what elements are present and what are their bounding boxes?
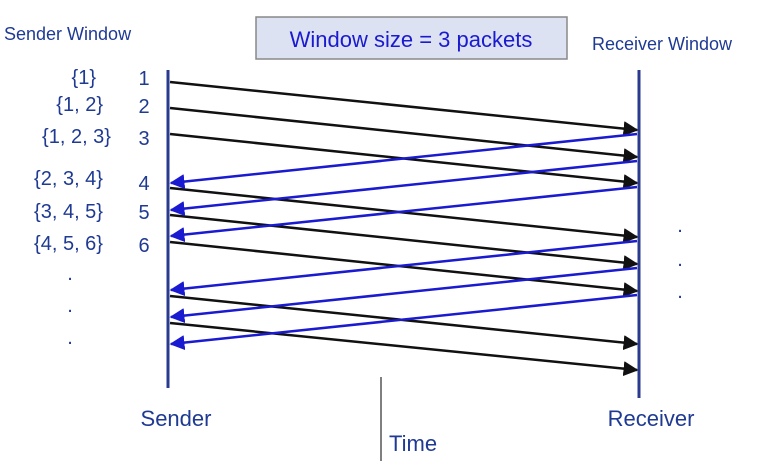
- ack-arrow: [169, 132, 638, 190]
- sender-window-list: {1} {1, 2} {1, 2, 3} {2, 3, 4} {3, 4, 5}…: [34, 67, 111, 349]
- receiver-window-title: Receiver Window: [592, 34, 733, 54]
- receiver-dot: .: [677, 215, 683, 237]
- packet-number: 3: [138, 128, 149, 150]
- window-size-label: Window size = 3 packets: [290, 27, 533, 52]
- packet-number: 2: [138, 96, 149, 118]
- sender-window-item: {1, 2}: [56, 94, 103, 116]
- sender-window-item: {1, 2, 3}: [42, 126, 111, 148]
- packet-number: 4: [138, 173, 149, 195]
- sender-window-dot: .: [67, 263, 73, 285]
- sender-window-title: Sender Window: [4, 24, 132, 44]
- ack-arrow: [169, 159, 638, 217]
- packet-number: 1: [138, 68, 149, 90]
- ack-arrow: [169, 266, 638, 324]
- sender-window-item: {1}: [72, 67, 97, 89]
- sender-window-dot: .: [67, 327, 73, 349]
- sender-window-item: {4, 5, 6}: [34, 233, 103, 255]
- sender-window-item: {3, 4, 5}: [34, 201, 103, 223]
- receiver-dot: .: [677, 281, 683, 303]
- sender-window-dot: .: [67, 295, 73, 317]
- data-packet-arrow: [169, 213, 639, 271]
- ack-arrow: [169, 293, 638, 351]
- data-packet-arrow: [169, 106, 639, 164]
- packet-number: 5: [138, 202, 149, 224]
- sender-window-item: {2, 3, 4}: [34, 168, 103, 190]
- receiver-dot: .: [677, 249, 683, 271]
- packet-number: 6: [138, 235, 149, 257]
- receiver-label: Receiver: [608, 406, 695, 431]
- packet-number-list: 1 2 3 4 5 6: [138, 68, 149, 257]
- data-arrows: [169, 80, 639, 377]
- ack-arrow: [169, 185, 638, 243]
- receiver-dots: . . .: [677, 215, 683, 303]
- window-size-box: [255, 16, 568, 60]
- data-packet-arrow: [169, 321, 639, 377]
- ack-arrows: [169, 132, 638, 351]
- sender-label: Sender: [141, 406, 212, 431]
- ack-arrow: [169, 239, 638, 297]
- data-packet-arrow: [169, 80, 639, 137]
- time-label: Time: [389, 431, 437, 456]
